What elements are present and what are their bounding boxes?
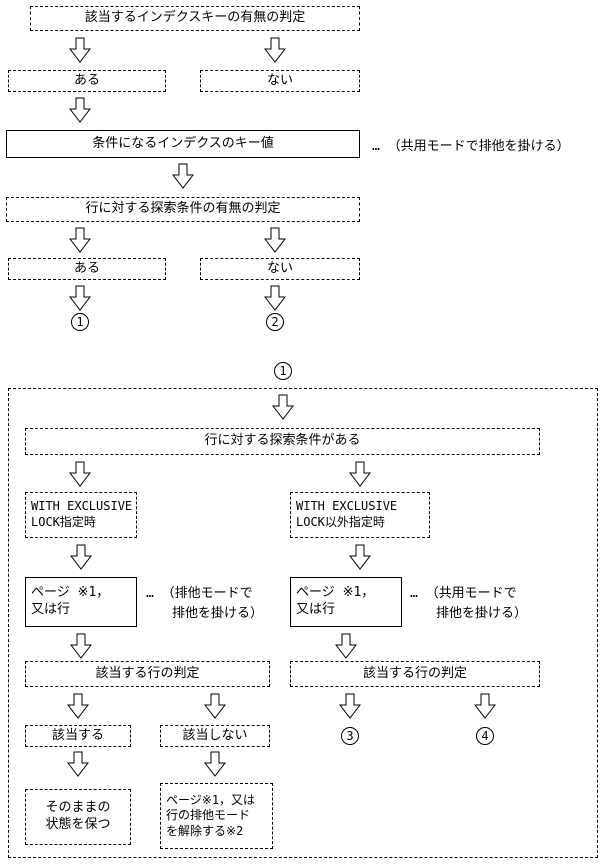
down-arrow-icon xyxy=(70,633,92,659)
down-arrow-icon xyxy=(69,285,91,311)
node-row-determination-right: 該当する行の判定 xyxy=(290,661,540,687)
down-arrow-icon xyxy=(264,227,286,253)
down-arrow-icon xyxy=(69,97,91,123)
down-arrow-icon xyxy=(349,544,371,570)
node-row-not-exists: ない xyxy=(200,258,360,280)
node-row-determination-left: 該当する行の判定 xyxy=(25,661,270,687)
down-arrow-icon xyxy=(69,37,91,63)
note-shared-lock-top: … （共用モードで排他を掛ける） xyxy=(372,137,570,158)
down-arrow-icon xyxy=(172,163,194,189)
node-not-exists: ない xyxy=(200,70,360,92)
node-row-exists: ある xyxy=(8,258,166,280)
connector-3: 3 xyxy=(341,727,359,745)
node-row-search-condition: 行に対する探索条件がある xyxy=(25,428,540,455)
connector-2: 2 xyxy=(266,313,284,331)
node-not-applicable: 該当しない xyxy=(160,725,270,747)
down-arrow-icon xyxy=(474,693,496,719)
down-arrow-icon xyxy=(69,461,91,487)
node-applicable: 該当する xyxy=(25,725,131,747)
note-exclusive-lock: … （排他モードで 排他を掛ける） xyxy=(146,584,264,625)
down-arrow-icon xyxy=(339,693,361,719)
node-page-or-row-left: ページ ※1， 又は行 xyxy=(25,577,137,627)
down-arrow-icon xyxy=(67,751,89,777)
node-keep-state: そのままの 状態を保つ xyxy=(25,789,131,845)
connector-4: 4 xyxy=(476,727,494,745)
node-exists: ある xyxy=(8,70,166,92)
node-release-lock: ページ※1，又は 行の排他モード を解除する※2 xyxy=(160,783,273,849)
node-row-search-check: 行に対する探索条件の有無の判定 xyxy=(6,197,360,222)
down-arrow-icon xyxy=(264,285,286,311)
down-arrow-icon xyxy=(272,394,294,420)
down-arrow-icon xyxy=(349,461,371,487)
node-with-other-lock: WITH EXCLUSIVE LOCK以外指定時 xyxy=(290,492,430,538)
note-shared-lock-bottom: … （共用モードで 排他を掛ける） xyxy=(410,584,528,625)
down-arrow-icon xyxy=(67,693,89,719)
node-with-exclusive-lock: WITH EXCLUSIVE LOCK指定時 xyxy=(25,492,137,538)
down-arrow-icon xyxy=(70,544,92,570)
down-arrow-icon xyxy=(204,751,226,777)
node-index-key-value: 条件になるインデクスのキー値 xyxy=(6,130,360,158)
connector-1-detail: 1 xyxy=(274,362,292,380)
down-arrow-icon xyxy=(335,633,357,659)
node-index-key-check: 該当するインデクスキーの有無の判定 xyxy=(30,6,360,31)
down-arrow-icon xyxy=(264,37,286,63)
down-arrow-icon xyxy=(204,693,226,719)
node-page-or-row-right: ページ ※1， 又は行 xyxy=(290,577,402,627)
down-arrow-icon xyxy=(69,227,91,253)
connector-1: 1 xyxy=(71,313,89,331)
